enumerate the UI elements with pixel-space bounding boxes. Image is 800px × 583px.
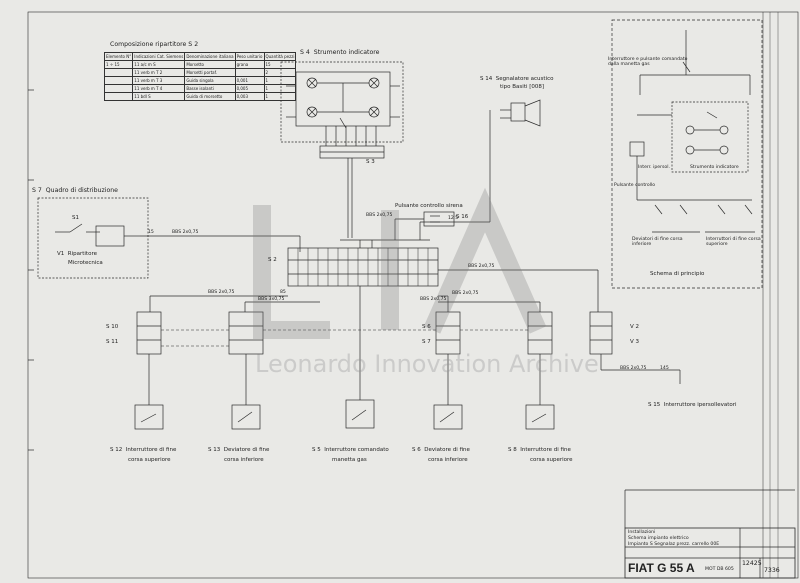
s8-caption-sub: corsa superiore: [530, 457, 573, 463]
table-cell: 2: [263, 68, 297, 77]
wire-145: 145: [660, 366, 669, 371]
table-cell: Morsetto: [184, 60, 236, 69]
wire-125: 12 5: [448, 216, 459, 221]
title-line1: Installazioni: [628, 530, 656, 535]
table-cell: 11 verb m T 3: [132, 76, 186, 85]
s7-block-label: S 7: [422, 339, 431, 345]
s6-caption: S 6 Deviatore di fine: [412, 447, 470, 453]
sheet-number: 7336: [764, 567, 780, 574]
s1-label: S1: [72, 215, 79, 221]
principle-instr: Strumento indicatore: [690, 165, 739, 170]
table-cell: 15: [263, 60, 297, 69]
principle-left-caption: Deviatori di fine corsa inferiore: [632, 237, 683, 247]
table-cell: 11 verb m T 2: [132, 68, 186, 77]
table-cell: 11 a/c m S: [132, 60, 186, 69]
table-row: 11 verb m T 4 Basse isolanti 0,005 1: [103, 84, 297, 93]
title-line3: Impianto S Segnalaz prezz. carrello 00E: [628, 542, 720, 547]
table-cell: Morsetti portaf.: [184, 68, 236, 77]
table-cell: Basse isolanti: [184, 84, 236, 93]
table-cell: [103, 68, 134, 77]
composition-table: Elemento N° Indicazioni Cat. Siemens Den…: [103, 52, 297, 101]
table-cell: grana: [234, 60, 265, 69]
table-row: 11 verb m T 2 Morsetti portaf. 2: [103, 68, 297, 77]
principle-sirena: Interr. ipersol.: [638, 165, 670, 170]
v1-label: V1 Ripartitore: [57, 251, 97, 257]
table-header-cell: Denominazione italiana: [184, 52, 236, 61]
wire-bbs-v: BBS 2x0,75: [620, 366, 647, 371]
wire-bbs-main: BBS 2x0,75: [172, 230, 199, 235]
s6-block-label: S 6: [422, 324, 431, 330]
wire-bbs-s16: BBS 2x0,75: [366, 213, 393, 218]
table-cell: 11 bdl S: [132, 92, 186, 101]
wire-bbs-left: BBS 2x0,75: [208, 290, 235, 295]
table-row: 1 ÷ 15 11 a/c m S Morsetto grana 15: [103, 60, 297, 69]
table-header-cell: Elemento N°: [103, 52, 134, 61]
s14-type: tipo Basiti [008]: [500, 84, 545, 90]
wire-15: 15: [148, 230, 154, 235]
model-title: FIAT G 55 A: [628, 561, 695, 575]
table-cell: Guida di morsetto: [184, 92, 236, 101]
wire-bbs-right: BBS 2x0,75: [468, 264, 495, 269]
table-row: 11 bdl S Guida di morsetto 0,003 1: [103, 92, 297, 101]
table-cell: 1 ÷ 15: [103, 60, 134, 69]
table-cell: [103, 92, 134, 101]
s7-label: S 7 Quadro di distribuzione: [32, 187, 118, 194]
s13-caption-sub: corsa inferiore: [224, 457, 264, 463]
s11-label: S 11: [106, 339, 119, 345]
table-header-cell: Peso unitario: [234, 52, 265, 61]
table-cell: Guida singola: [184, 76, 236, 85]
table-cell: 0,005: [234, 84, 265, 93]
principle-title: Schema di principio: [650, 271, 705, 277]
wire-85: 85: [280, 290, 286, 295]
s13-caption: S 13 Deviatore di fine: [208, 447, 270, 453]
s4-label: S 4 Strumento indicatore: [300, 49, 380, 56]
s12-caption-sub: corsa superiore: [128, 457, 171, 463]
wire-bbs-3x: BBS 3x0,75: [258, 297, 285, 302]
table-cell: 0,003: [234, 92, 265, 101]
v1-sub: Microtecnica: [68, 260, 103, 266]
table-header-cell: Indicazioni Cat. Siemens: [132, 52, 186, 61]
s8-caption: S 8 Interruttore di fine: [508, 447, 571, 453]
wire-bbs-mid: BBS 2x0,75: [420, 297, 447, 302]
table-cell: 1: [263, 76, 297, 85]
watermark-logo: [253, 187, 547, 339]
s5-caption: S 5 Interruttore comandato: [312, 447, 389, 453]
v3-label: V 3: [630, 339, 640, 345]
drawing-number: 12425: [742, 560, 762, 567]
table-header-row: Elemento N° Indicazioni Cat. Siemens Den…: [103, 52, 297, 61]
s16-label: Pulsante controllo sirena: [395, 203, 463, 209]
s5-caption-sub: manetta gas: [332, 457, 367, 463]
table-cell: 0,001: [234, 76, 265, 85]
watermark-text: Leonardo Innovation Archive: [255, 350, 599, 378]
s3-label: S 3: [366, 159, 375, 165]
v2-label: V 2: [630, 324, 640, 330]
composition-title: Composizione ripartitore S 2: [110, 41, 199, 48]
wire-bbs-mid2: BBS 2x0,75: [452, 291, 479, 296]
table-cell: [103, 76, 134, 85]
table-cell: 1: [263, 92, 297, 101]
s15-label: S 15 Interruttore ipersollevatori: [648, 402, 737, 408]
s14-label: S 14 Segnalatore acustico: [480, 76, 554, 82]
table-cell: [234, 68, 265, 77]
s16-ref: S 16: [456, 214, 469, 220]
table-cell: 11 verb m T 4: [132, 84, 186, 93]
table-cell: 1: [263, 84, 297, 93]
table-row: 11 verb m T 3 Guida singola 0,001 1: [103, 76, 297, 85]
s6-caption-sub: corsa inferiore: [428, 457, 468, 463]
s10-label: S 10: [106, 324, 119, 330]
title-line2: Schema impianto elettrico: [628, 536, 689, 541]
model-sub: MOT DB 605: [705, 567, 734, 572]
s12-caption: S 12 Interruttore di fine: [110, 447, 177, 453]
table-header-cell: Quantità pezzi: [263, 52, 297, 61]
principle-button: Pulsante controllo: [614, 183, 656, 188]
principle-right-caption: Interruttori di fine corsa superiore: [706, 237, 761, 247]
principle-signal: Interruttore e pulsante comandato dalla …: [608, 57, 688, 67]
s2-label: S 2: [268, 257, 277, 263]
table-cell: [103, 84, 134, 93]
